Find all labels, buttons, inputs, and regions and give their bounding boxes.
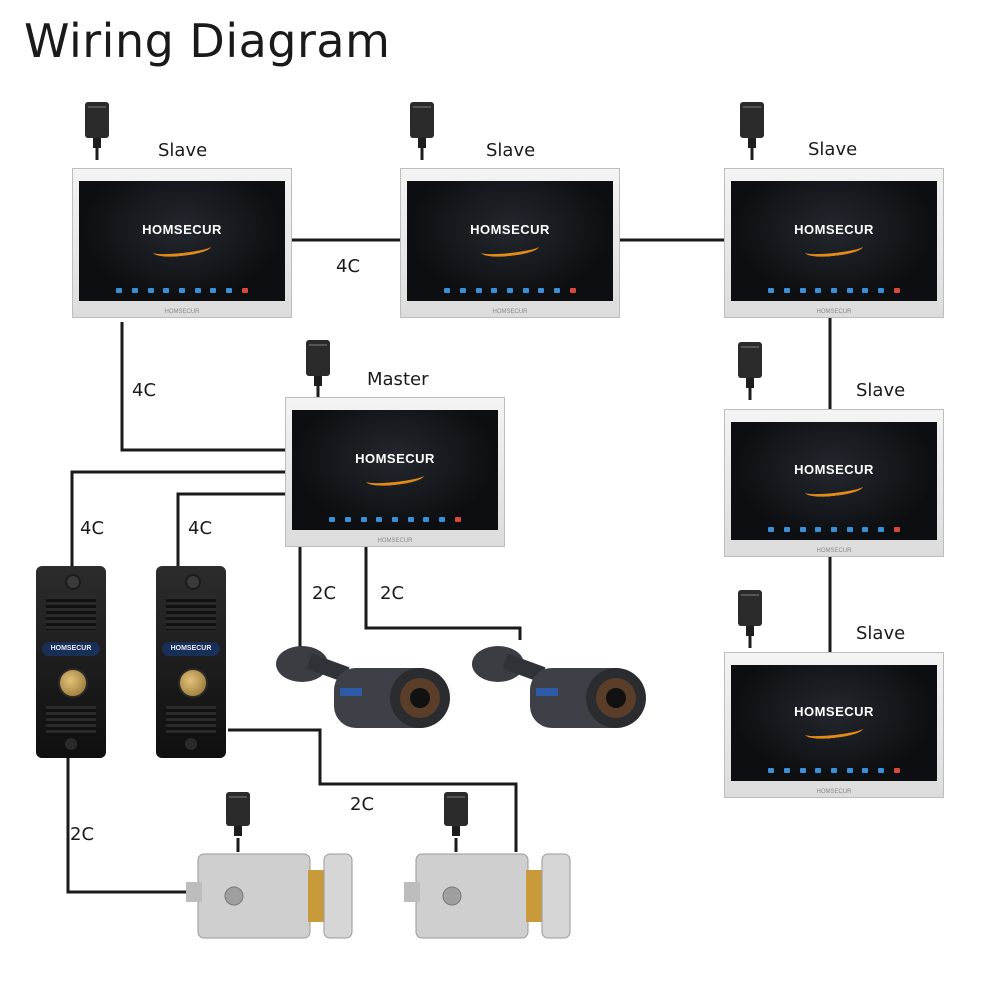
power-adapter-icon xyxy=(740,102,764,160)
speaker-grille xyxy=(166,596,216,630)
power-adapter-icon xyxy=(444,792,468,836)
logo-swoosh-icon xyxy=(152,240,212,260)
brand-logo: HOMSECUR xyxy=(470,221,550,237)
monitor-screen: HOMSECUR xyxy=(731,422,937,540)
wire-master-door1 xyxy=(70,470,286,566)
power-adapter-icon xyxy=(738,342,762,400)
monitor-buttons xyxy=(116,288,248,293)
power-adapter-icon xyxy=(85,102,109,160)
speaker-grille xyxy=(46,706,96,736)
monitor-brand-mark: HOMSECUR xyxy=(816,548,852,554)
brand-nameplate: HOMSECUR xyxy=(162,642,220,656)
page-title: Wiring Diagram xyxy=(24,14,391,68)
electric-lock-icon xyxy=(186,853,353,939)
cable-label-2c: 2C xyxy=(70,824,95,845)
logo-swoosh-icon xyxy=(365,469,425,489)
logo-swoosh-icon xyxy=(804,722,864,742)
call-button xyxy=(58,668,88,698)
brand-logo: HOMSECUR xyxy=(794,462,874,478)
bullet-camera-icon xyxy=(472,646,646,728)
door-station: HOMSECUR xyxy=(36,566,106,758)
slave-label: Slave xyxy=(808,139,858,160)
monitor-brand-mark: HOMSECUR xyxy=(377,538,413,544)
logo-swoosh-icon xyxy=(804,480,864,500)
door-station: HOMSECUR xyxy=(156,566,226,758)
master-monitor: HOMSECUR HOMSECUR xyxy=(285,397,505,547)
monitor-screen: HOMSECUR xyxy=(731,665,937,781)
power-adapter-icon xyxy=(738,590,762,648)
monitor-buttons xyxy=(329,517,461,522)
slave-label: Slave xyxy=(856,623,906,644)
cable-label-4c: 4C xyxy=(188,518,213,539)
call-button xyxy=(178,668,208,698)
speaker-grille xyxy=(46,596,96,630)
door-camera-icon xyxy=(65,574,81,590)
monitor-screen: HOMSECUR xyxy=(79,181,285,301)
power-adapter-icon xyxy=(226,792,250,836)
monitor-screen: HOMSECUR xyxy=(292,410,498,530)
wire-slave1-master xyxy=(120,322,286,452)
monitor-buttons xyxy=(768,288,900,293)
monitor-brand-mark: HOMSECUR xyxy=(164,309,200,315)
cable-label-4c: 4C xyxy=(80,518,105,539)
wire-master-door2 xyxy=(176,492,286,566)
monitor-buttons xyxy=(444,288,576,293)
monitor-buttons xyxy=(768,768,900,773)
brand-nameplate: HOMSECUR xyxy=(42,642,100,656)
wire-door2-lock2 xyxy=(228,728,518,852)
electric-lock-icon xyxy=(404,853,571,939)
slave-label: Slave xyxy=(158,140,208,161)
power-adapter-icon xyxy=(410,102,434,160)
cable-label-4c: 4C xyxy=(132,380,157,401)
slave-monitor: HOMSECUR HOMSECUR xyxy=(72,168,292,318)
slave-monitor: HOMSECUR HOMSECUR xyxy=(724,409,944,557)
slave-monitor: HOMSECUR HOMSECUR xyxy=(400,168,620,318)
door-camera-icon xyxy=(185,574,201,590)
wire-master-cam2 xyxy=(364,546,522,640)
brand-logo: HOMSECUR xyxy=(142,221,222,237)
cable-label-2c: 2C xyxy=(312,583,337,604)
monitor-buttons xyxy=(768,527,900,532)
screw-icon xyxy=(65,738,77,750)
brand-logo: HOMSECUR xyxy=(355,450,435,466)
monitor-screen: HOMSECUR xyxy=(407,181,613,301)
logo-swoosh-icon xyxy=(804,240,864,260)
slave-monitor: HOMSECUR HOMSECUR xyxy=(724,168,944,318)
monitor-brand-mark: HOMSECUR xyxy=(492,309,528,315)
monitor-brand-mark: HOMSECUR xyxy=(816,789,852,795)
brand-logo: HOMSECUR xyxy=(794,221,874,237)
monitor-brand-mark: HOMSECUR xyxy=(816,309,852,315)
screw-icon xyxy=(185,738,197,750)
slave-monitor: HOMSECUR HOMSECUR xyxy=(724,652,944,798)
cable-label-2c: 2C xyxy=(350,794,375,815)
wire-door1-lock1 xyxy=(66,758,186,894)
speaker-grille xyxy=(166,706,216,736)
slave-label: Slave xyxy=(856,380,906,401)
master-label: Master xyxy=(367,369,429,390)
power-adapter-icon xyxy=(306,340,330,398)
cable-label-4c: 4C xyxy=(336,256,361,277)
monitor-screen: HOMSECUR xyxy=(731,181,937,301)
brand-logo: HOMSECUR xyxy=(794,704,874,720)
slave-label: Slave xyxy=(486,140,536,161)
bullet-camera-icon xyxy=(276,646,450,728)
logo-swoosh-icon xyxy=(480,240,540,260)
cable-label-2c: 2C xyxy=(380,583,405,604)
